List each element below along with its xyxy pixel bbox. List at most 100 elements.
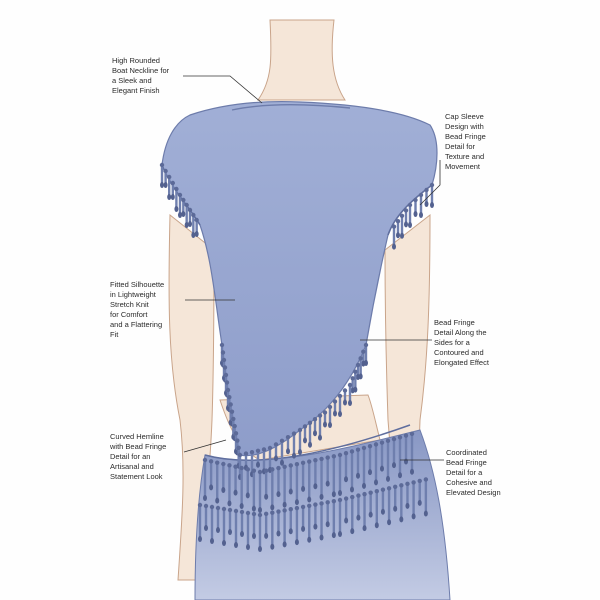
annotation-curved-hemline: Curved Hemline with Bead Fringe Detail f… — [110, 432, 167, 481]
bead-strand — [263, 511, 269, 539]
bead-strand — [285, 435, 291, 455]
bead-strand — [313, 502, 318, 530]
bead-strand — [174, 186, 179, 212]
bead-strand — [349, 449, 355, 493]
bead-strand — [187, 207, 193, 227]
bead-strand — [319, 501, 324, 541]
bead-strand — [386, 486, 392, 526]
bead-strand — [294, 505, 300, 546]
bead-strand — [282, 464, 287, 508]
annotation-neckline: High Rounded Boat Neckline for a Sleek a… — [112, 56, 170, 95]
bead-strand — [282, 508, 287, 548]
bead-strand — [350, 376, 355, 394]
bead-strand — [413, 197, 418, 217]
bead-strand — [409, 431, 415, 475]
bead-strand — [251, 511, 257, 539]
bead-strand — [255, 448, 261, 468]
bead-strand — [350, 494, 355, 535]
bead-strand — [227, 507, 233, 535]
bead-strand — [302, 424, 308, 444]
bead-strand — [221, 506, 227, 546]
bead-strand — [300, 504, 306, 532]
bead-strand — [325, 500, 330, 528]
bead-strand — [245, 510, 251, 550]
bead-strand — [407, 202, 413, 228]
bead-strand — [331, 454, 337, 498]
leader-lines — [183, 75, 444, 461]
bead-strand — [251, 468, 257, 512]
bead-strand — [167, 174, 172, 200]
bead-strand — [181, 197, 186, 217]
bead-strand — [300, 460, 306, 492]
bead-strand — [313, 458, 318, 490]
skirt-waistband — [204, 424, 411, 461]
bead-strand — [368, 490, 373, 518]
bead-strand — [403, 208, 409, 228]
bead-strand — [337, 497, 343, 537]
bead-strand — [343, 451, 349, 483]
annotation-coordinated-fringe: Coordinated Bead Fringe Detail for a Coh… — [446, 448, 501, 497]
bead-strand — [355, 362, 361, 380]
bead-strand — [347, 382, 353, 406]
bead-strand — [322, 410, 328, 428]
bead-strand — [270, 510, 275, 550]
bead-strand — [263, 468, 269, 500]
bead-strand — [233, 464, 238, 496]
bead-strand — [418, 192, 424, 218]
bead-strand — [276, 509, 281, 537]
bead-strand — [423, 477, 429, 517]
bead-strand — [424, 187, 429, 207]
annotation-cap-sleeve: Cap Sleeve Design with Bead Fringe Detai… — [445, 112, 486, 171]
bead-strand — [294, 461, 300, 506]
bead-strand — [257, 512, 263, 552]
bead-strand — [184, 202, 189, 228]
bead-strand — [391, 436, 397, 469]
bead-strand — [233, 508, 239, 548]
bead-strand — [191, 212, 196, 238]
top-body — [161, 100, 438, 457]
bead-strand — [257, 469, 263, 513]
bead-strand — [202, 457, 208, 501]
leader-sleeve — [419, 160, 441, 206]
bead-strand — [319, 456, 324, 500]
bead-strand — [393, 484, 398, 512]
bead-strand — [429, 182, 435, 208]
leader-neckline — [183, 75, 263, 104]
bead-strand — [373, 442, 379, 486]
bead-strand — [337, 452, 343, 496]
bead-strand — [362, 491, 367, 532]
bead-strand — [291, 431, 297, 459]
bead-strand — [385, 438, 391, 482]
bead-strand — [163, 168, 168, 188]
bead-strand — [395, 219, 401, 239]
bead-strand — [380, 487, 386, 515]
neckline-edge — [231, 104, 351, 111]
bead-fringe — [159, 162, 435, 552]
bead-strand — [307, 503, 312, 543]
bead-strand — [197, 502, 203, 542]
annotation-fitted-silhouette: Fitted Silhouette in Lightweight Stretch… — [110, 280, 165, 339]
bead-strand — [343, 496, 349, 524]
bead-strand — [374, 489, 379, 529]
bead-strand — [209, 504, 215, 544]
bead-strand — [239, 465, 244, 509]
bead-strand — [279, 438, 285, 466]
bead-strand — [312, 417, 318, 437]
bead-strand — [297, 427, 303, 455]
neck — [257, 19, 346, 101]
bead-strand — [270, 467, 275, 511]
bead-strand — [215, 460, 220, 504]
bead-strand — [194, 217, 199, 237]
bead-strand — [397, 435, 403, 479]
bead-strand — [245, 467, 250, 499]
bead-strand — [177, 192, 183, 218]
annotation-side-fringe: Bead Fringe Detail Along the Sides for a… — [434, 318, 489, 367]
bead-strand — [417, 478, 422, 506]
bead-strand — [327, 404, 333, 428]
bead-strand — [288, 463, 293, 495]
bead-strand — [356, 493, 361, 521]
bead-strand — [355, 447, 361, 479]
bead-strand — [361, 445, 367, 489]
